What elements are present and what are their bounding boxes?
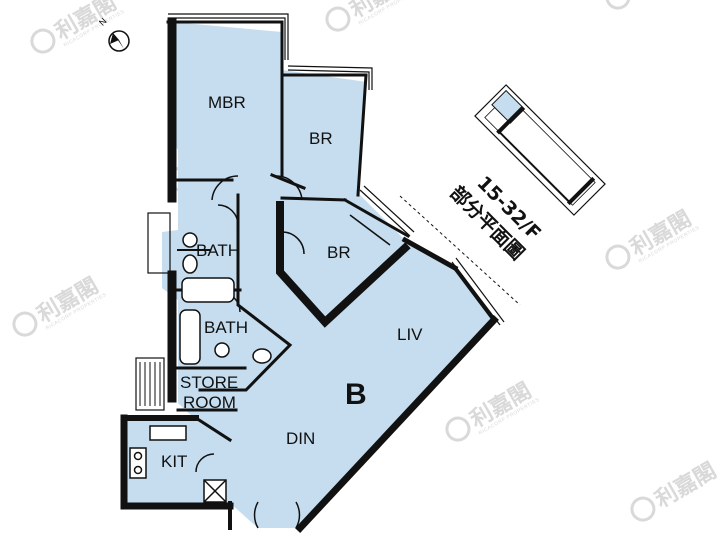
svg-text:利嘉閣: 利嘉閣 [626, 0, 696, 1]
door-swings [195, 175, 391, 529]
walls [120, 17, 499, 533]
basin [214, 342, 230, 358]
toilet [252, 348, 272, 364]
watermark: 利嘉閣 RICACORP PROPERTIES [12, 274, 108, 337]
windows [135, 13, 505, 411]
room-label-bath: BATH [196, 241, 240, 260]
watermark: 利嘉閣 [605, 0, 696, 10]
bathtub [179, 309, 201, 365]
room-label-mbr: MBR [208, 93, 246, 112]
watermark: 利嘉閣 RICACORP PROPERTIES [605, 207, 701, 270]
key-plan [474, 84, 606, 216]
room-label-store: STORE [180, 373, 238, 392]
bathtub [181, 277, 235, 303]
unit-label: B [345, 378, 367, 411]
floor-area [162, 22, 493, 528]
svg-text:利嘉閣: 利嘉閣 [651, 459, 720, 514]
room-label-kit: KIT [161, 452, 187, 471]
north-arrow: N [97, 16, 130, 52]
kitchen-sink [149, 425, 187, 441]
room-label-liv: LIV [397, 325, 423, 344]
north-label: N [97, 16, 109, 28]
fixtures [129, 232, 272, 503]
room-label-bath: BATH [204, 318, 248, 337]
toilet [182, 254, 198, 274]
watermark: 利嘉閣 [630, 459, 720, 522]
watermark: 利嘉閣 RICACORP PROPERTIES [445, 379, 541, 442]
watermark: 利嘉閣 RICACORP PROPERTIES [325, 0, 421, 32]
room-label-br: BR [327, 243, 351, 262]
watermark: 利嘉閣 RICACORP PROPERTIES [30, 0, 126, 54]
basin [182, 232, 198, 248]
room-label-din: DIN [286, 429, 315, 448]
floor-range-label: 15-32/F 部分平面圖 [446, 172, 545, 265]
room-label-br: BR [309, 129, 333, 148]
ac-grille [139, 362, 161, 406]
room-label-room: ROOM [183, 393, 236, 412]
